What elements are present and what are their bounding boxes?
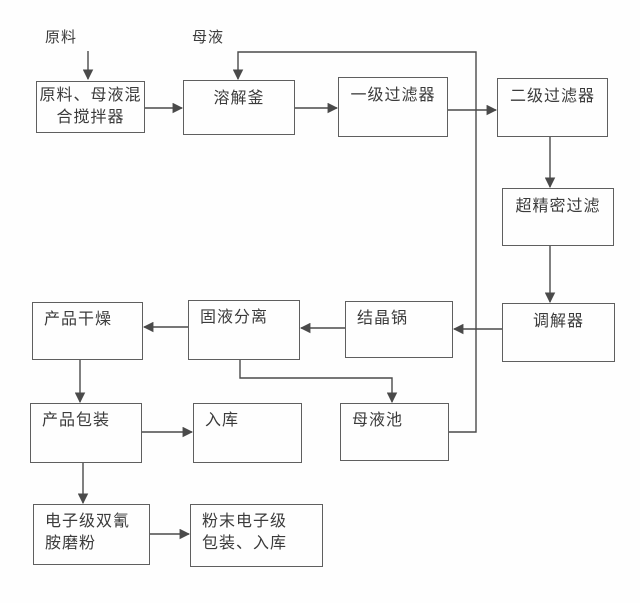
node-ultra-precision-filter: 超精密过滤 [502,188,614,246]
node-label: 溶解釜 [213,90,265,107]
node-solid-liquid-separation: 固液分离 [188,300,300,360]
edge-separation-to-mother-liquor-pool [239,360,398,404]
node-label: 超精密过滤 [515,198,601,215]
node-label: 母液池 [352,412,404,429]
node-label: 调解器 [532,313,584,330]
label-mother-liquor: 母液 [192,29,225,46]
node-mixer: 原料、母液混 合搅拌器 [36,81,145,133]
node-product-drying: 产品干燥 [32,302,143,360]
node-label: 固液分离 [200,309,269,326]
label-raw-material: 原料 [45,29,78,46]
node-second-stage-filter: 二级过滤器 [497,78,608,137]
node-label: 产品包装 [42,412,111,429]
node-label: 入库 [205,412,240,429]
node-powder-packaging-warehousing: 粉末电子级 包装、入库 [190,504,323,567]
node-label: 一级过滤器 [350,87,436,104]
node-product-packaging: 产品包装 [30,403,142,463]
node-first-stage-filter: 一级过滤器 [338,77,448,137]
node-mother-liquor-pool: 母液池 [340,403,449,461]
node-label: 包装、入库 [202,535,288,552]
node-warehousing: 入库 [193,403,302,463]
node-dicyandiamide-grinding: 电子级双氰 胺磨粉 [33,504,150,565]
node-label: 二级过滤器 [509,88,595,105]
node-label: 合搅拌器 [56,109,125,126]
node-label: 结晶锅 [357,310,409,327]
node-label: 粉末电子级 [202,513,288,530]
node-label: 原料、母液混 [39,87,142,104]
node-label: 电子级双氰 [45,513,131,530]
node-dissolving-kettle: 溶解釜 [183,80,295,135]
node-label: 产品干燥 [44,311,113,328]
node-regulator: 调解器 [502,303,615,362]
node-label: 胺磨粉 [45,535,97,552]
node-crystallization-pot: 结晶锅 [345,301,453,358]
edge-mother-liquor-recycle-to-kettle [232,51,477,433]
